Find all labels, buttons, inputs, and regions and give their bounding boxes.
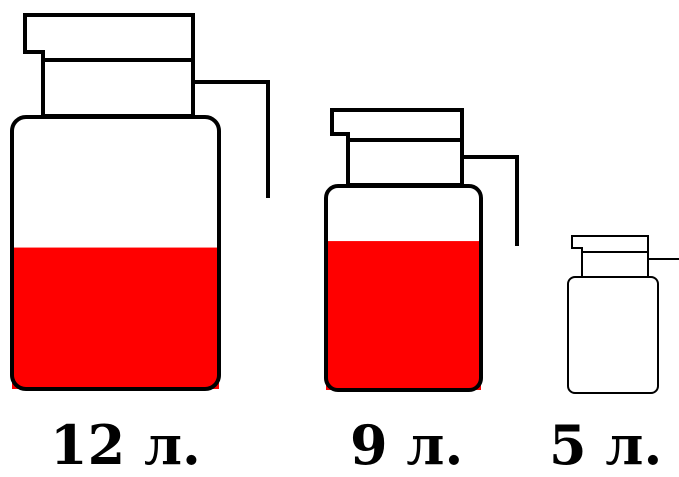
jug-9-neck <box>346 138 464 187</box>
jug-12-body <box>10 115 221 391</box>
jug-12-handle <box>192 80 270 198</box>
jug-12 <box>10 13 270 391</box>
jug-12-label: 12 л. <box>50 413 201 477</box>
jug-5-neck <box>581 251 649 278</box>
jug-9-body <box>324 184 483 392</box>
jug-5 <box>567 235 679 394</box>
jug-9-label: 9 л. <box>350 413 464 477</box>
jug-12-neck <box>41 58 195 118</box>
jug-5-body <box>567 276 659 394</box>
jug-12-lid <box>23 13 195 62</box>
jug-9-liquid <box>326 241 481 390</box>
jug-9-handle <box>462 155 519 246</box>
jug-5-label: 5 л. <box>549 413 663 477</box>
jug-12-liquid <box>12 247 219 389</box>
jug-9-lid <box>330 108 464 142</box>
jug-5-lid <box>571 235 649 253</box>
jug-9 <box>324 108 519 392</box>
